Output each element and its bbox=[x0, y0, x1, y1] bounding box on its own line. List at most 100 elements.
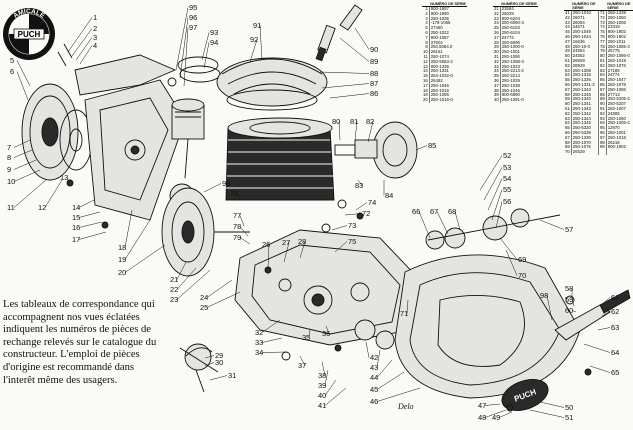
callout-leader-line bbox=[66, 177, 71, 184]
part-number-ref: 7 bbox=[425, 34, 428, 40]
callout-number: 75 bbox=[348, 237, 356, 246]
callout-leader-line bbox=[206, 291, 241, 308]
callout-number: 14 bbox=[72, 203, 80, 212]
logo-top-text: AMICALE bbox=[12, 8, 46, 20]
part-serial-number: 900-1902 bbox=[605, 29, 633, 35]
callout-leader-line bbox=[261, 319, 281, 333]
part-number-ref: 76 bbox=[597, 33, 607, 40]
callout-number: 86 bbox=[370, 89, 378, 98]
flywheel-magneto-part bbox=[21, 83, 93, 181]
callout-number: 90 bbox=[370, 45, 378, 54]
part-number-ref: 98 bbox=[597, 139, 607, 146]
part-number-ref: 33 bbox=[494, 63, 499, 69]
callout-number: 51 bbox=[565, 413, 573, 422]
callout-leader-line bbox=[204, 362, 215, 367]
callout-leader-line bbox=[454, 211, 461, 231]
part-number-ref: 63 bbox=[565, 115, 570, 121]
part-serial-number: 24774 bbox=[499, 35, 538, 41]
part-number-ref: 57 bbox=[565, 86, 570, 92]
part-serial-number: 250-6090-3 bbox=[499, 21, 538, 27]
callout-number: 67 bbox=[430, 207, 438, 216]
callout-number: 63 bbox=[611, 323, 619, 332]
part-number-ref: 39 bbox=[494, 92, 499, 98]
callout-number: 49 bbox=[492, 413, 500, 422]
part-serial-number: 250-5083-2 bbox=[428, 59, 467, 65]
callout-leader-line bbox=[308, 329, 311, 338]
part-serial-number: 900-1335 bbox=[428, 64, 467, 70]
part-number-ref: 91 bbox=[597, 105, 607, 112]
part-serial-number: 250-1336 bbox=[570, 77, 599, 83]
part-number-ref: 38 bbox=[494, 87, 499, 93]
callout-number: 44 bbox=[370, 373, 378, 382]
part-serial-number: 26529 bbox=[570, 149, 599, 155]
callout-leader-line bbox=[75, 37, 93, 61]
callout-leader-line bbox=[491, 189, 503, 221]
callout-leader-line bbox=[325, 325, 330, 334]
small-hardware-parts bbox=[57, 43, 592, 412]
callout-leader-line bbox=[124, 244, 166, 273]
callout-leader-line bbox=[239, 237, 251, 245]
part-serial-number: 27460 bbox=[428, 25, 467, 31]
callout-number: 45 bbox=[370, 385, 378, 394]
callout-leader-line bbox=[321, 83, 370, 89]
callout-number: 55 bbox=[503, 185, 511, 194]
callout-leader-line bbox=[249, 39, 258, 63]
part-serial-number: 250-1086-0 bbox=[605, 53, 633, 59]
part-number-ref: 77 bbox=[597, 38, 607, 45]
callout-number: 56 bbox=[503, 197, 511, 206]
callout-leader-line bbox=[344, 213, 362, 216]
part-serial-number: 24774 bbox=[605, 73, 633, 79]
callout-number: 94 bbox=[210, 38, 218, 47]
callout-leader-line bbox=[236, 193, 241, 201]
part-number-ref: 14 bbox=[423, 68, 428, 74]
part-serial-number: 26071 bbox=[570, 15, 599, 21]
part-number-ref: 4 bbox=[425, 20, 428, 26]
part-serial-number: 250-1056 bbox=[428, 93, 467, 99]
part-number-ref: 34 bbox=[494, 68, 499, 74]
part-number-ref: 18 bbox=[423, 87, 428, 93]
callout-leader-line bbox=[67, 17, 93, 53]
callout-number: 46 bbox=[370, 397, 378, 406]
part-number-ref: 26 bbox=[494, 29, 499, 35]
callout-number: 52 bbox=[503, 151, 511, 160]
callout-number: 50 bbox=[565, 403, 573, 412]
callout-number: 34 bbox=[255, 348, 263, 357]
callout-number: 12 bbox=[38, 203, 46, 212]
callout-number: 37 bbox=[298, 361, 306, 370]
part-serial-number: 250-1029 bbox=[499, 78, 538, 84]
callout-number: 83 bbox=[355, 181, 363, 190]
parts-table-header-cell: NUMÉRO DE SÉRIE bbox=[571, 2, 599, 11]
callout-leader-line bbox=[239, 226, 249, 237]
part-number-ref: 99 bbox=[597, 144, 607, 151]
part-serial-number: -178-1065 bbox=[428, 21, 467, 27]
part-serial-number: 250-1047 bbox=[605, 77, 633, 83]
part-number-ref: 2 bbox=[425, 10, 428, 16]
part-serial-number: 250-1024 bbox=[570, 34, 599, 40]
part-number-ref: 72 bbox=[597, 14, 607, 21]
part-serial-number: 250-5339 bbox=[570, 130, 599, 136]
callout-leader-line bbox=[259, 25, 263, 61]
callout-leader-line bbox=[16, 60, 31, 87]
part-number-ref: 53 bbox=[565, 67, 570, 73]
part-number-ref: 20 bbox=[423, 97, 428, 103]
callout-number: 28 bbox=[298, 237, 306, 246]
part-serial-number: 900-1657 bbox=[428, 6, 467, 12]
cylinder-part bbox=[225, 117, 335, 201]
part-number-ref: 60 bbox=[565, 101, 570, 107]
callout-number: 80 bbox=[332, 117, 340, 126]
part-number-ref: 56 bbox=[565, 81, 570, 87]
part-serial-number: 250-1000-0 bbox=[499, 45, 538, 51]
callout-leader-line bbox=[78, 211, 101, 218]
parts-table-header-cell: NUMÉRO DE SÉRIE bbox=[429, 2, 467, 7]
callout-number: 88 bbox=[370, 69, 378, 78]
